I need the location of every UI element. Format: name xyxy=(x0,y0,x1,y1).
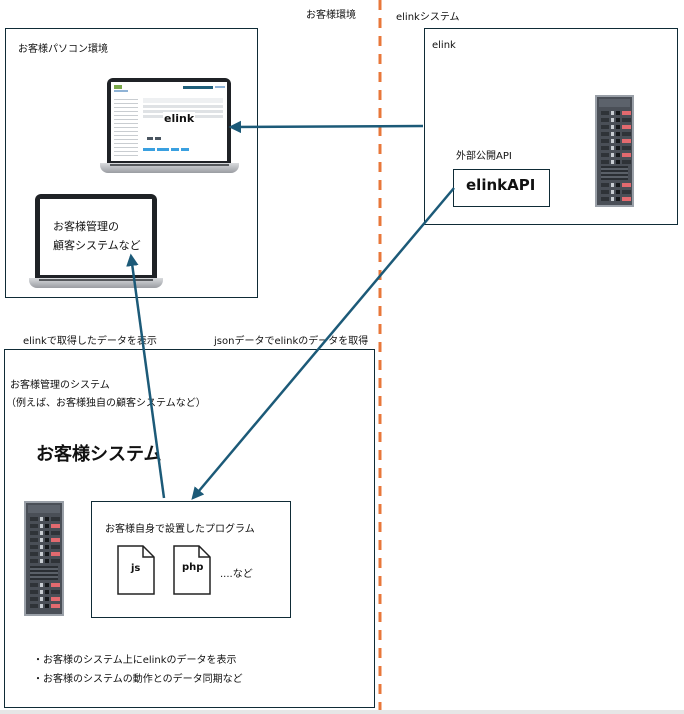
customer-environment-label: お客様環境 xyxy=(306,10,356,21)
server-rack-icon xyxy=(595,95,634,207)
server-rack-icon xyxy=(24,501,64,616)
bullet-sync: ・お客様のシステムの動作とのデータ同期など xyxy=(33,674,243,685)
program-box-title: お客様自身で設置したプログラム xyxy=(105,524,255,535)
php-file-label: php xyxy=(182,562,204,573)
laptop-elink-label: elink xyxy=(163,112,196,125)
js-file-label: js xyxy=(131,563,141,574)
arrow-elink-to-laptop xyxy=(228,120,424,134)
external-api-caption: 外部公開API xyxy=(456,151,512,162)
arrow-system-to-laptop xyxy=(126,253,166,499)
elink-system-label: elinkシステム xyxy=(396,12,460,23)
bottom-scrollbar-track xyxy=(0,710,684,714)
etc-label: ....など xyxy=(220,569,253,580)
php-file-icon xyxy=(173,545,211,595)
fetch-data-label: jsonデータでelinkのデータを取得 xyxy=(214,336,369,347)
laptop-customer-line-1: お客様管理の xyxy=(53,220,119,233)
js-file-icon xyxy=(117,545,155,595)
customer-pc-environment-title: お客様パソコン環境 xyxy=(18,44,108,55)
laptop-customer-line-2: 顧客システムなど xyxy=(53,239,141,252)
bullet-display: ・お客様のシステム上にelinkのデータを表示 xyxy=(33,655,237,666)
display-data-label: elinkで取得したデータを表示 xyxy=(23,336,157,347)
customer-system-title: お客様管理のシステム xyxy=(10,380,110,391)
elink-system-title: elink xyxy=(432,40,456,51)
customer-system-heading: お客様システム xyxy=(36,444,162,465)
arrow-api-to-program xyxy=(191,187,455,500)
elink-api-label: elinkAPI xyxy=(466,176,536,194)
customer-system-subtitle: （例えば、お客様独自の顧客システムなど） xyxy=(6,398,206,409)
